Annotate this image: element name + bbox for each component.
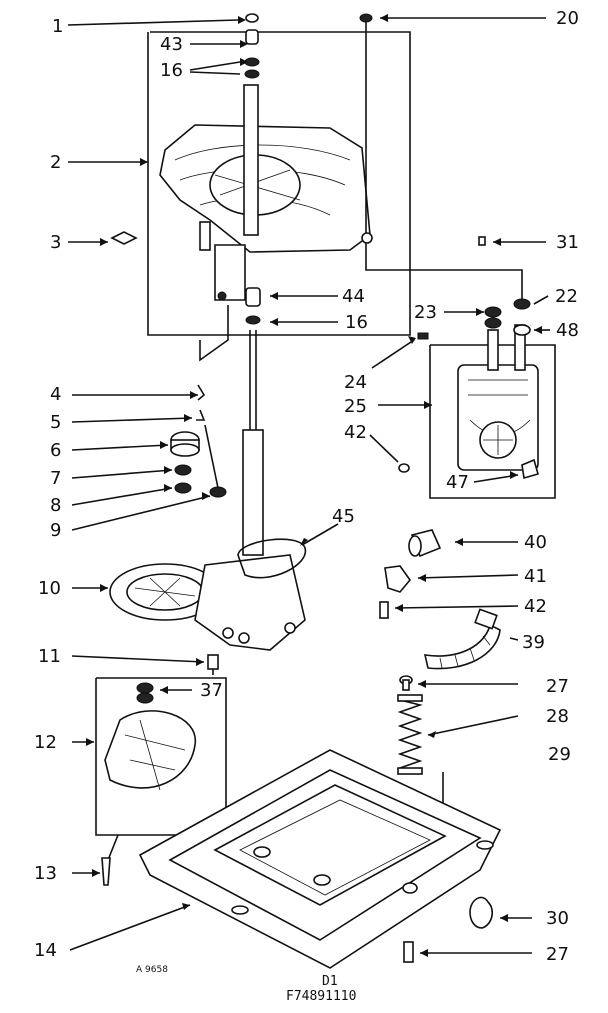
callout-8: 8: [50, 495, 61, 516]
callout-29: 29: [548, 744, 571, 765]
callout-16-lower: 16: [345, 312, 368, 333]
callout-2: 2: [50, 152, 61, 173]
callout-16-upper: 16: [160, 60, 183, 81]
callout-12: 12: [34, 732, 57, 753]
callout-45: 45: [332, 506, 355, 527]
callout-7: 7: [50, 468, 61, 489]
gear-housing-box: [147, 31, 411, 336]
callout-27-upper: 27: [546, 676, 569, 697]
callout-31: 31: [556, 232, 579, 253]
callout-30: 30: [546, 908, 569, 929]
transmission-10: [109, 554, 306, 651]
main-shaft: [242, 13, 264, 556]
callout-13: 13: [34, 863, 57, 884]
callout-40: 40: [524, 532, 547, 553]
washer-8: [174, 482, 192, 494]
screw-27-upper: [399, 675, 413, 691]
part-47: [521, 458, 539, 480]
leader-lines: [67, 14, 550, 957]
cam-6: [170, 431, 200, 457]
callout-28: 28: [546, 706, 569, 727]
nut-30: [469, 896, 494, 929]
callout-14: 14: [34, 940, 57, 961]
washer-20: [359, 13, 373, 23]
hose-39: [423, 623, 501, 670]
callout-5: 5: [50, 412, 61, 433]
base-frame-14: [138, 749, 502, 969]
callout-43: 43: [160, 34, 183, 55]
spring-28: [397, 694, 423, 775]
callout-10: 10: [38, 578, 61, 599]
capacitor-40: [408, 529, 442, 558]
page-ref: D1: [322, 974, 338, 989]
callout-6: 6: [50, 440, 61, 461]
callout-42-lower: 42: [524, 596, 547, 617]
screw-42-lower: [379, 601, 389, 619]
clip-3: [110, 231, 138, 245]
washer-22: [513, 298, 531, 310]
strap-41: [384, 565, 412, 593]
rod-4: [199, 305, 229, 362]
callout-20: 20: [556, 8, 579, 29]
screw-13: [101, 857, 111, 886]
callout-42-upper: 42: [344, 422, 367, 443]
callout-41: 41: [524, 566, 547, 587]
washer-7: [174, 464, 192, 476]
callout-4: 4: [50, 384, 61, 405]
callout-labels: 1 2 3 4 5 6 7 8 9 10 11 12 13 14 16 16 2…: [34, 8, 579, 965]
callout-25: 25: [344, 396, 367, 417]
drawing-number: F74891110: [286, 989, 356, 1004]
washer-48: [513, 324, 531, 336]
clip-31: [478, 236, 486, 246]
linkage-wire: [365, 18, 523, 300]
clip-24: [417, 332, 429, 340]
washer-9: [209, 486, 227, 498]
callout-1: 1: [52, 16, 63, 37]
callout-39: 39: [522, 632, 545, 653]
pump-12: [104, 682, 196, 791]
screw-27-lower: [403, 941, 414, 963]
callout-37: 37: [200, 680, 223, 701]
callout-3: 3: [50, 232, 61, 253]
motor-25: [457, 324, 539, 471]
callout-11: 11: [38, 646, 61, 667]
gear-housing: [159, 124, 371, 301]
screw-42-upper: [398, 463, 410, 473]
belt-45: [237, 538, 307, 579]
callout-44: 44: [342, 286, 365, 307]
motor-box: [429, 344, 556, 499]
callout-47: 47: [446, 472, 469, 493]
callout-27-lower: 27: [546, 944, 569, 965]
callout-22: 22: [555, 286, 578, 307]
callout-48: 48: [556, 320, 579, 341]
small-mark: A 9658: [136, 965, 168, 975]
callout-24: 24: [344, 372, 367, 393]
washer-23: [484, 306, 502, 318]
callout-23: 23: [414, 302, 437, 323]
screw-11: [207, 654, 219, 675]
callout-9: 9: [50, 520, 61, 541]
